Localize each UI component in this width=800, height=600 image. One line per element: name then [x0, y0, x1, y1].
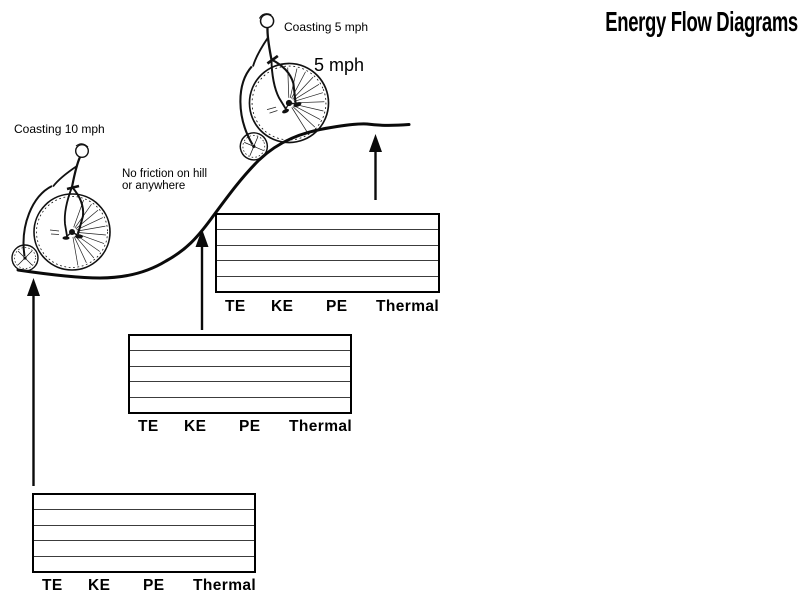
table-row	[130, 382, 350, 398]
table-row	[217, 246, 438, 262]
table-row	[217, 230, 438, 246]
label-pe: PE	[143, 577, 165, 594]
up-arrow-bottom	[27, 278, 40, 486]
page-title: Energy Flow Diagrams	[605, 6, 798, 37]
table-row	[217, 215, 438, 231]
table-row	[34, 495, 254, 511]
table-row	[130, 336, 350, 352]
coasting-10mph-label: Coasting 10 mph	[14, 122, 105, 136]
up-arrow-top	[369, 134, 382, 200]
table-row	[130, 398, 350, 412]
label-ke: KE	[271, 298, 294, 315]
energy-table-hillmiddle	[128, 334, 352, 414]
label-pe: PE	[239, 418, 261, 435]
table-row	[130, 367, 350, 383]
table-row	[34, 510, 254, 526]
label-thermal: Thermal	[289, 418, 353, 435]
friction-note-line2: or anywhere	[122, 179, 186, 192]
label-thermal: Thermal	[193, 577, 257, 594]
energy-table-hillbottom	[32, 493, 256, 573]
table-row	[217, 261, 438, 277]
bottom-cyclist-figure	[10, 142, 112, 273]
label-pe: PE	[326, 298, 348, 315]
table-row	[34, 557, 254, 571]
label-te: TE	[42, 577, 63, 594]
coasting-5mph-label: Coasting 5 mph	[284, 20, 369, 34]
label-te: TE	[225, 298, 246, 315]
table-row	[34, 526, 254, 542]
speed-5mph-label: 5 mph	[314, 55, 365, 75]
label-ke: KE	[184, 418, 207, 435]
label-thermal: Thermal	[376, 298, 440, 315]
table-row	[217, 277, 438, 291]
table-row	[34, 541, 254, 557]
up-arrow-middle	[195, 229, 209, 330]
label-ke: KE	[88, 577, 111, 594]
friction-note-line1: No friction on hill	[122, 168, 208, 180]
table-row	[130, 351, 350, 367]
hill-curve	[16, 122, 411, 280]
label-te: TE	[138, 418, 159, 435]
energy-table-hilltop	[215, 213, 440, 293]
